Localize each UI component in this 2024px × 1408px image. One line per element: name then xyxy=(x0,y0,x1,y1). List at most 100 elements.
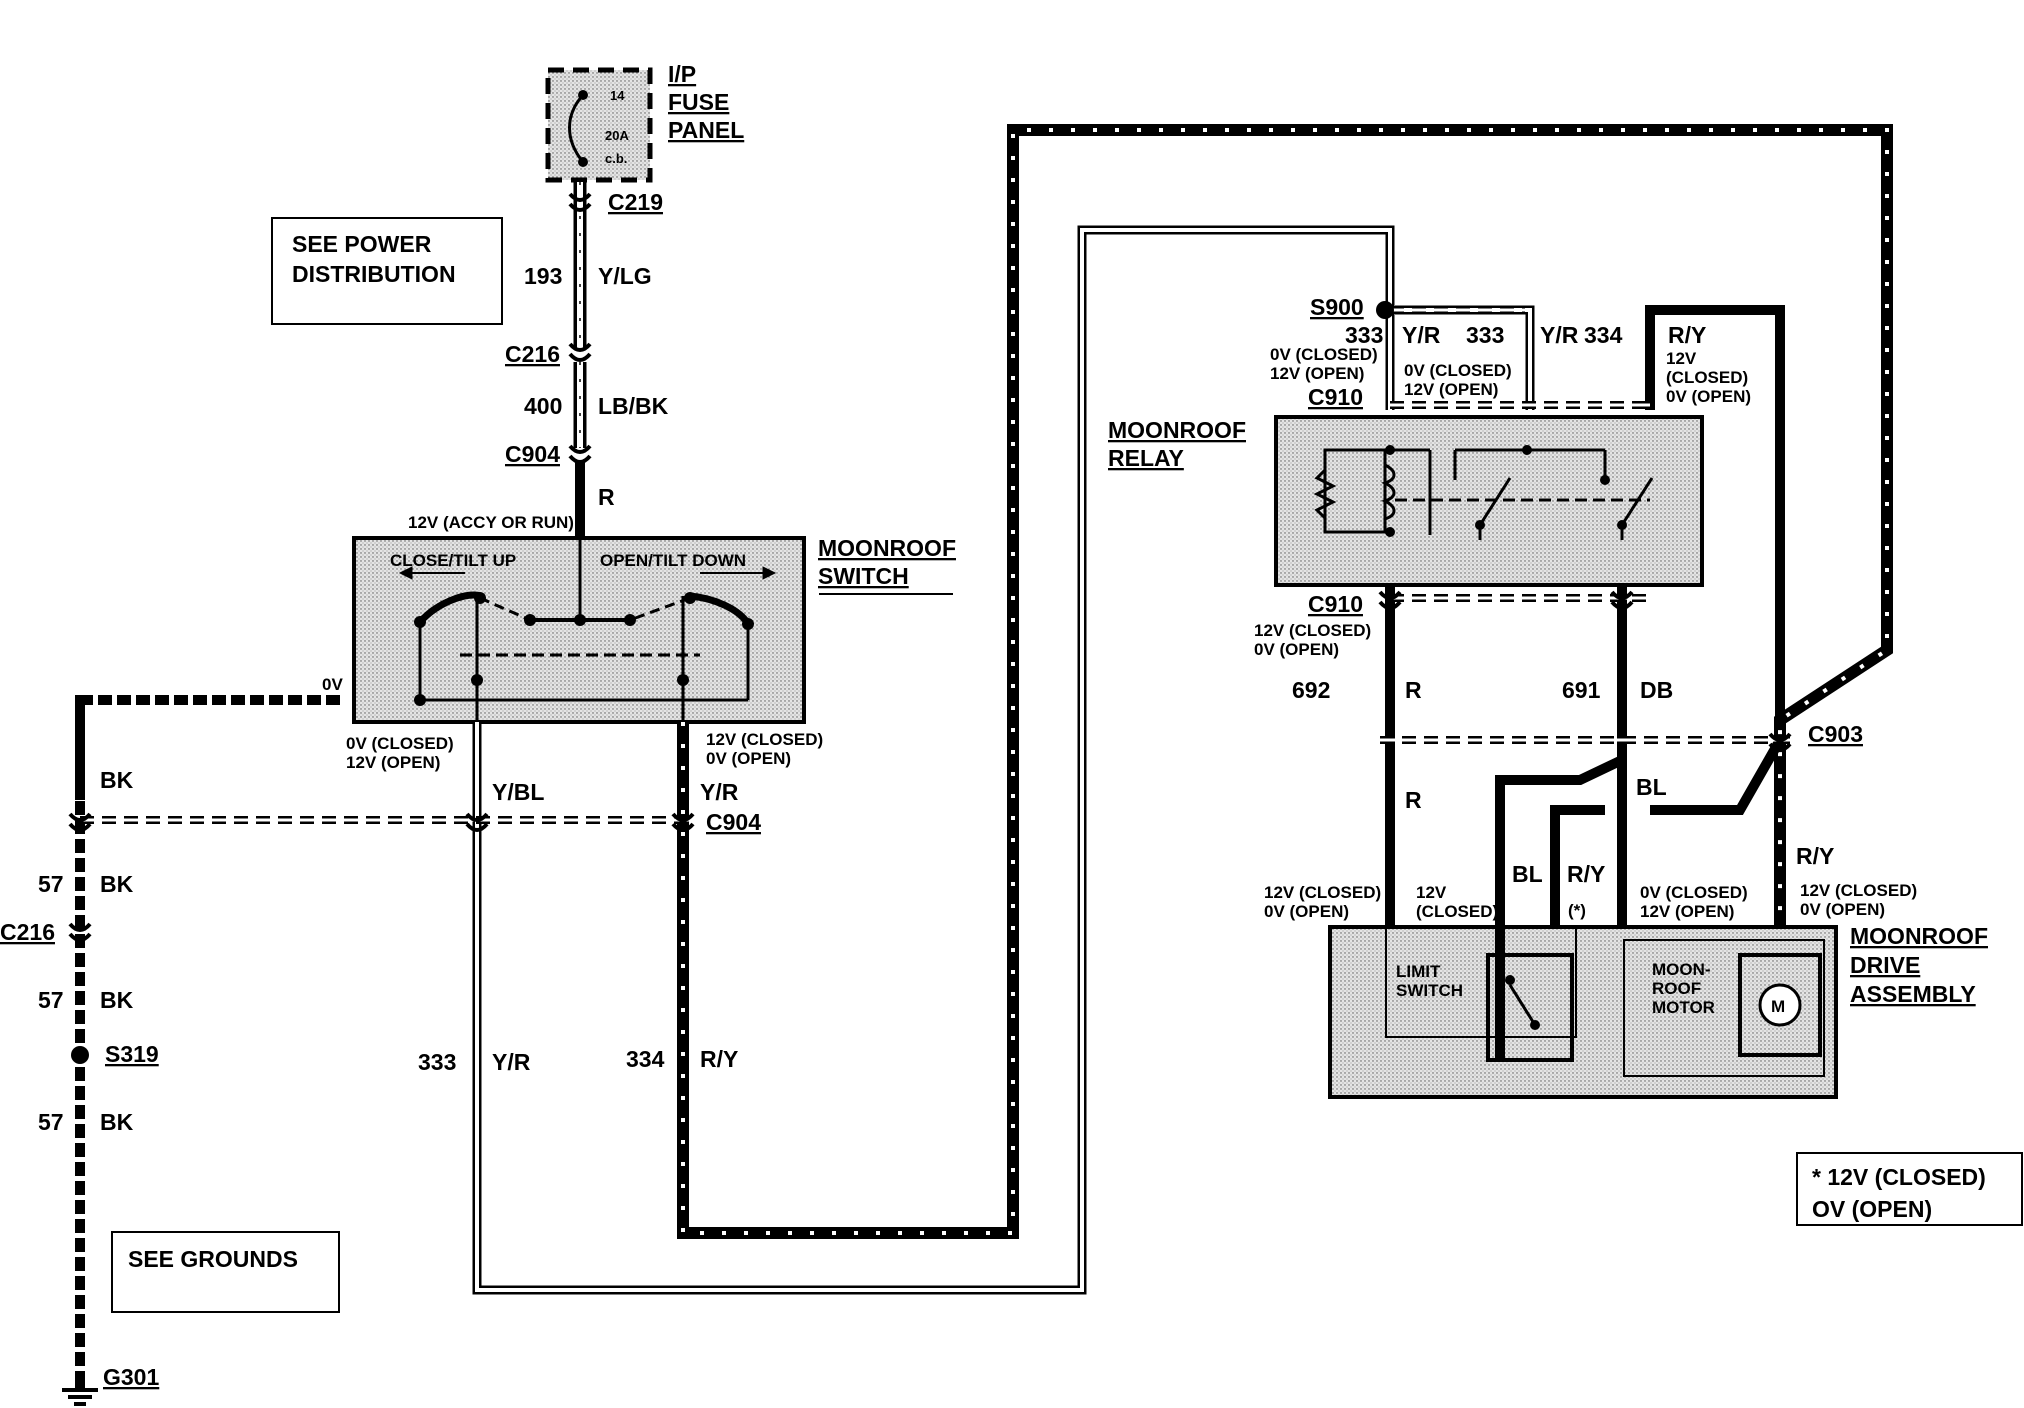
wire-334-relay xyxy=(1645,305,1785,720)
connector-c904-mid-label: C904 xyxy=(706,809,761,835)
wire-w57_b-color: BK xyxy=(100,987,134,1013)
connector-c219-label: C219 xyxy=(608,189,663,215)
connector-c216-left-symbol xyxy=(68,922,92,942)
wire-w_yr_upper-color: Y/R xyxy=(700,779,739,805)
voltage-relay-333-left: 0V (CLOSED)12V (OPEN) xyxy=(1270,345,1378,383)
voltage-drive-asterisk: (*) xyxy=(1568,901,1586,920)
fuse-number: 14 xyxy=(610,88,625,103)
motor-area xyxy=(1623,939,1825,1077)
splice-s900-dot xyxy=(1376,301,1394,319)
wire-bl-right xyxy=(1650,737,1785,815)
wire-w333_relay_b-color: Y/R xyxy=(1540,322,1579,348)
wire-w333_relay_a-circuit: 333 xyxy=(1345,322,1383,348)
switch-close-label: CLOSE/TILT UP xyxy=(390,551,516,570)
wire-w334_relay-circuit: 334 xyxy=(1584,322,1623,348)
see-grounds-box xyxy=(111,1231,340,1313)
connector-c904-symbol xyxy=(568,444,592,464)
wire-w692-circuit: 692 xyxy=(1292,677,1330,703)
wire-w334_left-circuit: 334 xyxy=(626,1046,665,1072)
wire-w_switch_feed-color: R xyxy=(598,484,615,510)
wire-w57_b-circuit: 57 xyxy=(38,987,64,1013)
wire-w57_a-circuit: 57 xyxy=(38,871,64,897)
wire-w400-color: LB/BK xyxy=(598,393,669,419)
connector-c904-ybl xyxy=(465,812,489,832)
wire-w333_relay_b-circuit: 333 xyxy=(1466,322,1504,348)
switch-ground-voltage: 0V xyxy=(322,675,343,694)
connector-c904-label: C904 xyxy=(505,441,560,467)
motor-symbol-label: M xyxy=(1771,997,1785,1016)
motor-symbol xyxy=(1758,983,1802,1027)
splice-s319-dot xyxy=(71,1046,89,1064)
wire-w_ry_right-color: R/Y xyxy=(1796,843,1834,869)
connector-c910-a xyxy=(1378,590,1402,610)
wire-w334_left-color: R/Y xyxy=(700,1046,738,1072)
wire-w333_relay_a-color: Y/R xyxy=(1402,322,1441,348)
limit-switch-area xyxy=(1385,926,1577,1038)
wire-w333_left-circuit: 333 xyxy=(418,1049,456,1075)
wire-w334_relay-color: R/Y xyxy=(1668,322,1706,348)
wire-w333_left-color: Y/R xyxy=(492,1049,531,1075)
voltage-switch-yr: 0V (CLOSED)12V (OPEN) xyxy=(346,734,454,772)
voltage-switch-ry: 12V (CLOSED)0V (OPEN) xyxy=(706,730,823,768)
connector-c910-top-label: C910 xyxy=(1308,384,1363,410)
connector-c216-left-label: C216 xyxy=(0,919,55,945)
relay-internals xyxy=(1313,448,1654,540)
wire-w_bl_right-color: BL xyxy=(1636,774,1667,800)
splice-s319-label: S319 xyxy=(105,1041,159,1067)
wire-yr-ybl xyxy=(472,225,1395,1295)
fuse-type: c.b. xyxy=(605,151,627,166)
see-grounds-text: SEE GROUNDS xyxy=(128,1246,298,1272)
wire-w_ybl-color: Y/BL xyxy=(492,779,544,805)
voltage-relay-bottom: 12V (CLOSED)0V (OPEN) xyxy=(1254,621,1371,659)
wire-w193-circuit: 193 xyxy=(524,263,562,289)
limit-switch-box xyxy=(1486,953,1574,1062)
voltage-drive-r: 12V (CLOSED)0V (OPEN) xyxy=(1264,883,1381,921)
switch-open-label: OPEN/TILT DOWN xyxy=(600,551,746,570)
ground-symbol xyxy=(62,1388,98,1406)
connector-c910-b xyxy=(1610,590,1634,610)
splice-s900-label: S900 xyxy=(1310,294,1364,320)
connector-c219-symbol xyxy=(568,192,592,212)
voltage-drive-bl: 12V(CLOSED) xyxy=(1416,883,1498,921)
wire-w57_a-color: BK xyxy=(100,871,134,897)
connector-c216-symbol xyxy=(568,342,592,362)
wire-w691-circuit: 691 xyxy=(1562,677,1601,703)
connector-c903-label: C903 xyxy=(1808,721,1863,747)
wire-w692-color: R xyxy=(1405,677,1422,703)
fuse-element xyxy=(568,93,585,163)
connector-c903-symbol xyxy=(1768,732,1792,752)
wire-w193-color: Y/LG xyxy=(598,263,652,289)
wire-w57_c-color: BK xyxy=(100,1109,134,1135)
wire-w57_c-circuit: 57 xyxy=(38,1109,64,1135)
motor-box xyxy=(1738,953,1822,1057)
voltage-drive-db: 0V (CLOSED)12V (OPEN) xyxy=(1640,883,1748,921)
wire-691 xyxy=(1495,585,1627,1060)
switch-supply-voltage: 12V (ACCY OR RUN) xyxy=(408,513,574,532)
fuse-panel-box xyxy=(545,67,653,183)
wire-w_bl_lower-color: BL xyxy=(1512,861,1543,887)
wire-ry-lower xyxy=(1550,805,1605,927)
connector-c904-left xyxy=(68,812,92,832)
wire-yr-ybl xyxy=(475,228,1392,1292)
see-power-box xyxy=(271,217,503,325)
wire-w_ry_lower-color: R/Y xyxy=(1567,861,1605,887)
voltage-drive-ry: 12V (CLOSED)0V (OPEN) xyxy=(1800,881,1917,919)
fuse-rating: 20A xyxy=(605,128,629,143)
connector-c904-ry xyxy=(671,812,695,832)
connector-c216-label: C216 xyxy=(505,341,560,367)
wires xyxy=(62,124,1893,1406)
ground-g301-label: G301 xyxy=(103,1364,159,1390)
wire-w400-circuit: 400 xyxy=(524,393,562,419)
note-box xyxy=(1796,1152,2023,1226)
connector-c910-bottom-label: C910 xyxy=(1308,591,1363,617)
wire-w_ground_upper-color: BK xyxy=(100,767,134,793)
